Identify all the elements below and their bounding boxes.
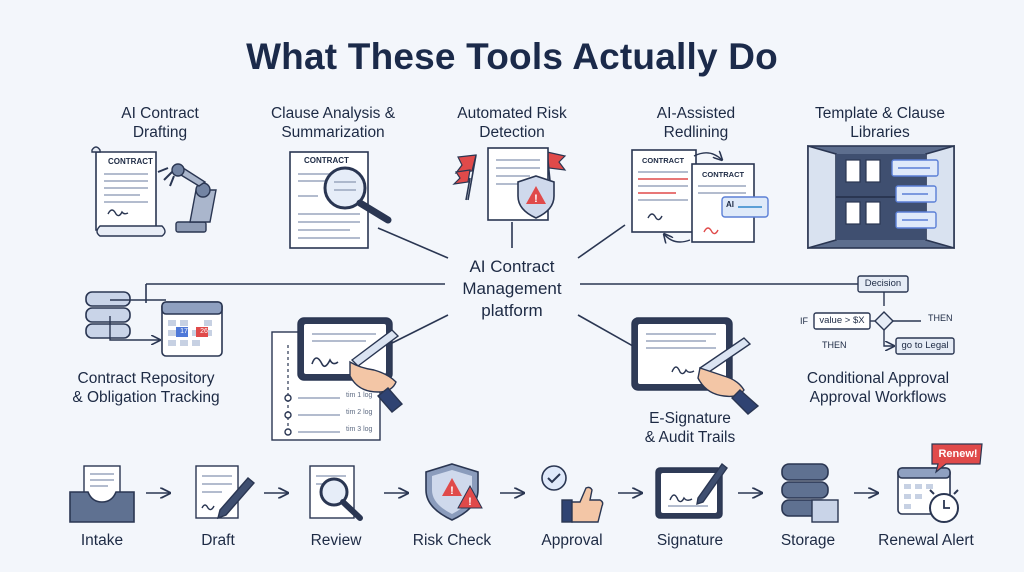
redline-doc-label-1: CONTRACT xyxy=(642,156,685,165)
approval-route-box: go to Legal xyxy=(901,340,949,351)
calendar-day-1: 17 xyxy=(180,328,188,335)
step-label-draft: Draft xyxy=(201,532,235,549)
timeline-tag-1: tim 1 log xyxy=(346,392,373,399)
approval-then-label-1: THEN xyxy=(928,313,953,323)
template-label-line1: Template & Clause xyxy=(814,105,946,122)
renewal-calendar-icon xyxy=(897,443,983,523)
svg-text:!: ! xyxy=(450,485,454,497)
approval-label-line1: Conditional Approval xyxy=(806,370,950,387)
svg-text:!: ! xyxy=(534,193,538,205)
repository-label-line2: & Obligation Tracking xyxy=(72,389,220,406)
redline-label-line1: AI-Assisted xyxy=(656,105,736,122)
calendar-day-2: 26 xyxy=(200,328,208,335)
center-hub-line2: Management xyxy=(462,279,562,298)
redline-label-line2: Redlining xyxy=(663,124,729,141)
risk-shield-icon: ! ! xyxy=(425,463,483,521)
esign-label-line1: E-Signature xyxy=(649,410,731,427)
repository-label-line1: Contract Repository xyxy=(77,370,215,387)
center-hub-line3: platform xyxy=(481,301,543,320)
risk-illustration: ! xyxy=(452,147,567,221)
document-pen-icon xyxy=(195,465,255,520)
risk-label-line2: Detection xyxy=(479,124,545,141)
timeline-tag-3: tim 3 log xyxy=(346,426,373,433)
drafting-doc-label: CONTRACT xyxy=(108,157,153,166)
approval-if-label: IF xyxy=(800,316,808,326)
approval-illustration xyxy=(813,275,955,355)
approval-then-label-2: THEN xyxy=(822,340,847,350)
risk-label-line1: Automated Risk xyxy=(457,105,567,122)
renew-badge: Renew! xyxy=(938,448,978,460)
template-label-line2: Libraries xyxy=(850,124,910,141)
approval-decision-box: Decision xyxy=(864,278,902,289)
clause-label-line1: Clause Analysis & xyxy=(270,105,396,122)
page-title: What These Tools Actually Do xyxy=(246,36,778,77)
clause-illustration xyxy=(289,151,392,249)
center-hub-label: AI Contract Management platform xyxy=(430,256,594,322)
step-label-risk-check: Risk Check xyxy=(412,532,492,549)
storage-database-icon xyxy=(781,463,839,523)
risk-label: Automated Risk Detection xyxy=(442,104,582,142)
approval-label-line2: Approval Workflows xyxy=(809,389,947,406)
approval-condition: value > $X xyxy=(819,315,865,326)
inbox-icon xyxy=(69,465,135,523)
esign-label: E-Signature & Audit Trails xyxy=(620,409,760,447)
drafting-label: AI Contract Drafting xyxy=(90,104,230,142)
drafting-label-line1: AI Contract xyxy=(121,105,199,122)
redline-doc-label-2: CONTRACT xyxy=(702,170,745,179)
clause-doc-label: CONTRACT xyxy=(304,156,349,165)
repository-illustration xyxy=(85,291,223,357)
step-label-approval: Approval xyxy=(541,532,603,549)
step-label-signature: Signature xyxy=(656,532,724,549)
hub-connectors xyxy=(145,222,860,351)
step-label-intake: Intake xyxy=(80,532,124,549)
drafting-illustration xyxy=(91,146,217,237)
clause-label-line2: Summarization xyxy=(281,124,385,141)
redline-illustration xyxy=(631,149,769,242)
approval-label: Conditional Approval Approval Workflows xyxy=(790,369,966,407)
esign-illustration xyxy=(631,317,760,415)
center-hub-line1: AI Contract xyxy=(469,257,555,276)
step-label-storage: Storage xyxy=(780,532,836,549)
template-illustration xyxy=(807,144,955,250)
timeline-tag-2: tim 2 log xyxy=(346,409,373,416)
redline-label: AI-Assisted Redlining xyxy=(626,104,766,142)
svg-text:!: ! xyxy=(468,496,472,508)
review-magnifier-icon xyxy=(309,465,363,521)
esign-label-line2: & Audit Trails xyxy=(644,429,736,446)
approval-thumbs-up-icon xyxy=(541,465,604,523)
repository-label: Contract Repository & Obligation Trackin… xyxy=(58,369,234,407)
template-label: Template & Clause Libraries xyxy=(806,104,954,142)
redline-ai-chip: AI xyxy=(726,200,734,209)
timeline-illustration xyxy=(271,317,404,441)
step-label-review: Review xyxy=(310,532,362,549)
clause-label: Clause Analysis & Summarization xyxy=(258,104,408,142)
signature-tablet-icon xyxy=(655,462,728,519)
drafting-label-line2: Drafting xyxy=(132,124,188,141)
step-label-renewal-alert: Renewal Alert xyxy=(878,532,974,549)
